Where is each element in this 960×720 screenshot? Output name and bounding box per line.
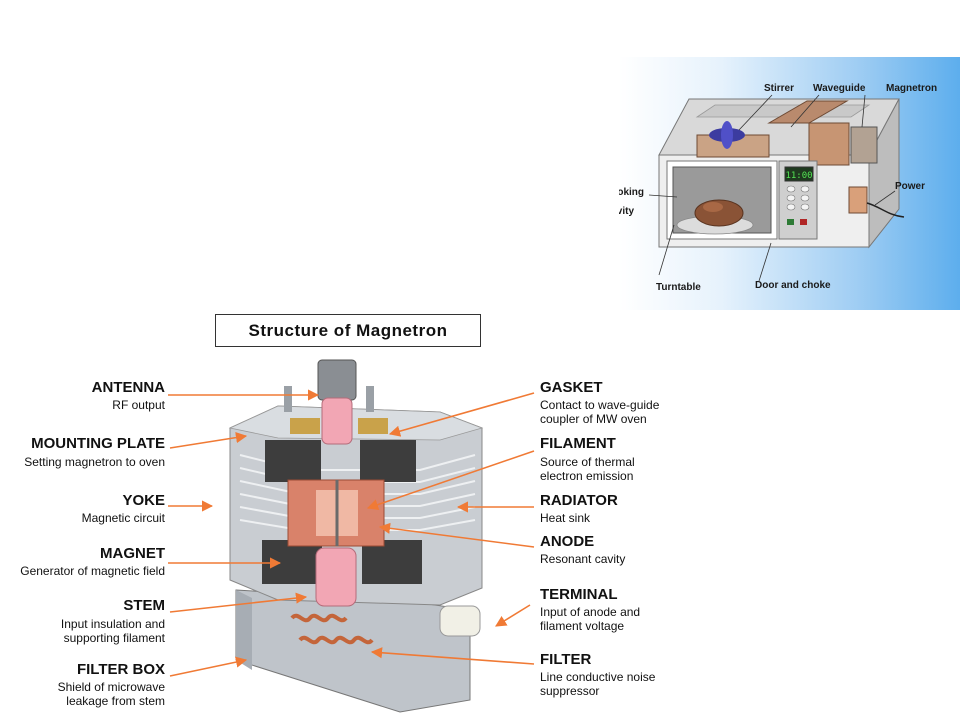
oven-clock-display: 11:00 bbox=[785, 171, 812, 181]
desc-filament-line1: Source of thermal bbox=[540, 455, 635, 469]
desc-mounting-plate: Setting magnetron to oven bbox=[24, 455, 165, 469]
desc-filament-line2: electron emission bbox=[540, 469, 634, 483]
label-filament: FILAMENT bbox=[540, 435, 616, 452]
label-waveguide: Waveguide bbox=[813, 83, 866, 94]
label-magnet: MAGNET bbox=[100, 545, 165, 562]
desc-terminal-line1: Input of anode and bbox=[540, 605, 641, 619]
label-yoke: YOKE bbox=[122, 492, 165, 509]
label-door-and-choke: Door and choke bbox=[755, 280, 831, 291]
desc-antenna: RF output bbox=[112, 398, 165, 412]
desc-magnet: Generator of magnetic field bbox=[20, 564, 165, 578]
label-power: Power bbox=[895, 181, 926, 192]
label-cooking: Cooking bbox=[619, 187, 644, 198]
desc-gasket-line1: Contact to wave-guide bbox=[540, 398, 660, 412]
label-mounting-plate: MOUNTING PLATE bbox=[31, 435, 165, 452]
microwave-oven-illustration: 11:00 bbox=[648, 94, 905, 282]
label-terminal: TERMINAL bbox=[540, 586, 618, 603]
desc-yoke: Magnetic circuit bbox=[81, 511, 165, 525]
desc-stem-line1: Input insulation and bbox=[60, 617, 165, 631]
label-magnetron: Magnetron bbox=[886, 83, 938, 94]
desc-radiator: Heat sink bbox=[540, 511, 591, 525]
label-turntable: Turntable bbox=[656, 282, 701, 293]
label-cavity: Cavity bbox=[619, 206, 635, 217]
desc-filter-box-line1: Shield of microwave bbox=[57, 680, 165, 694]
magnetron-title-box: Structure of Magnetron bbox=[215, 314, 481, 347]
desc-stem-line2: supporting filament bbox=[63, 631, 165, 645]
label-antenna: ANTENNA bbox=[91, 379, 165, 396]
label-anode: ANODE bbox=[540, 533, 595, 550]
desc-terminal-line2: filament voltage bbox=[540, 619, 625, 633]
desc-filter-box-line2: leakage from stem bbox=[66, 694, 165, 708]
desc-filter-line1: Line conductive noise bbox=[540, 670, 656, 684]
label-stirrer: Stirrer bbox=[764, 83, 795, 94]
label-filter: FILTER bbox=[540, 651, 592, 668]
desc-filter-line2: suppressor bbox=[540, 684, 600, 698]
desc-anode: Resonant cavity bbox=[540, 552, 626, 566]
desc-gasket-line2: coupler of MW oven bbox=[540, 412, 647, 426]
label-stem: STEM bbox=[123, 597, 165, 614]
label-gasket: GASKET bbox=[540, 379, 603, 396]
magnetron-title: Structure of Magnetron bbox=[248, 320, 448, 340]
label-radiator: RADIATOR bbox=[540, 492, 618, 509]
microwave-oven-diagram: 11:00 Stirrer Waveguide Magnetron Power … bbox=[619, 57, 960, 310]
label-filter-box: FILTER BOX bbox=[76, 661, 165, 678]
